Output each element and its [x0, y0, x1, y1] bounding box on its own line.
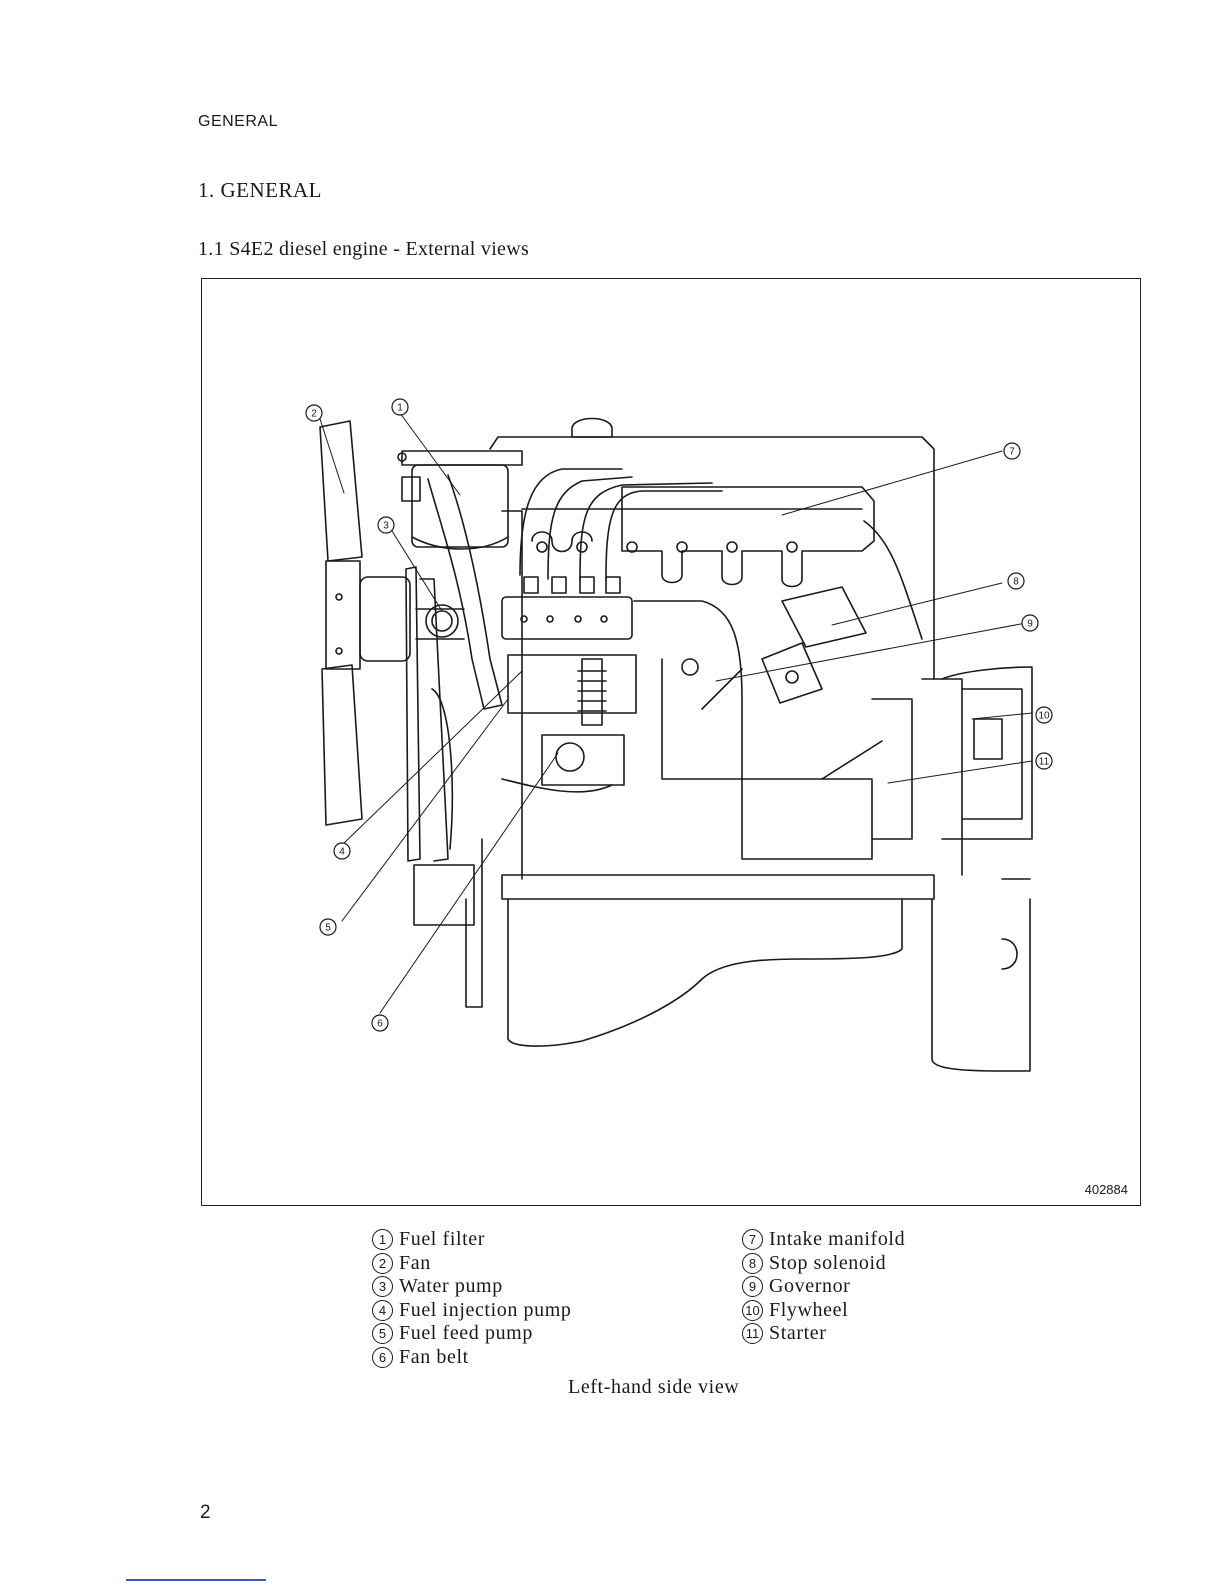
- callout-leaders: [320, 413, 1032, 1013]
- legend-item: 9 Governor: [742, 1275, 905, 1299]
- legend-label: Fuel feed pump: [399, 1322, 533, 1346]
- starter-drawing: [742, 699, 912, 859]
- callout-number: 10: [1038, 711, 1050, 722]
- callout-number: 9: [1027, 619, 1033, 630]
- legend-label: Stop solenoid: [769, 1252, 886, 1276]
- callout-number: 2: [311, 409, 317, 420]
- callout-number: 6: [377, 1019, 383, 1030]
- figure-number: 402884: [1085, 1182, 1128, 1197]
- legend-label: Fuel injection pump: [399, 1299, 572, 1323]
- callout-number: 7: [1009, 447, 1015, 458]
- legend-label: Starter: [769, 1322, 827, 1346]
- subsection-title: 1.1 S4E2 diesel engine - External views: [198, 238, 529, 261]
- engine-drawing: 1 2 3 4 5 6 7 8 9 10 11: [202, 279, 1142, 1207]
- legend-item: 8 Stop solenoid: [742, 1252, 905, 1276]
- legend-item: 3 Water pump: [372, 1275, 572, 1299]
- legend-label: Fan belt: [399, 1346, 469, 1370]
- legend-item: 6 Fan belt: [372, 1346, 572, 1370]
- legend-label: Water pump: [399, 1275, 503, 1299]
- legend-number: 11: [742, 1323, 763, 1344]
- legend-item: 4 Fuel injection pump: [372, 1299, 572, 1323]
- legend-right: 7 Intake manifold 8 Stop solenoid 9 Governo…: [742, 1228, 905, 1346]
- fan-belt-drawing: [406, 567, 482, 1007]
- legend-item: 1 Fuel filter: [372, 1228, 572, 1252]
- legend-item: 7 Intake manifold: [742, 1228, 905, 1252]
- fan-drawing: [320, 421, 410, 825]
- page-number: 2: [200, 1502, 211, 1524]
- legend-item: 2 Fan: [372, 1252, 572, 1276]
- legend-label: Fuel filter: [399, 1228, 485, 1252]
- callout-number: 3: [383, 521, 389, 532]
- governor-drawing: [634, 601, 742, 779]
- legend-label: Governor: [769, 1275, 850, 1299]
- legend-number: 7: [742, 1229, 763, 1250]
- stop-solenoid-drawing: [762, 587, 866, 703]
- legend-item: 10 Flywheel: [742, 1299, 905, 1323]
- running-head: GENERAL: [198, 113, 278, 131]
- callout-number: 1: [397, 403, 403, 414]
- fuel-injection-pump-drawing: [502, 469, 722, 792]
- legend-number: 8: [742, 1253, 763, 1274]
- legend-number: 1: [372, 1229, 393, 1250]
- flywheel-drawing: [942, 667, 1032, 969]
- bottom-rule: [126, 1579, 266, 1581]
- legend-number: 3: [372, 1276, 393, 1297]
- engine-block-drawing: [490, 419, 1030, 1072]
- legend-number: 5: [372, 1323, 393, 1344]
- legend-number: 4: [372, 1300, 393, 1321]
- legend-item: 11 Starter: [742, 1322, 905, 1346]
- callout-number: 5: [325, 923, 331, 934]
- engine-figure: 1 2 3 4 5 6 7 8 9 10 11 402884: [201, 278, 1141, 1206]
- legend-label: Intake manifold: [769, 1228, 905, 1252]
- water-pump-drawing: [426, 475, 502, 709]
- legend-number: 10: [742, 1300, 763, 1321]
- callout-number: 8: [1013, 577, 1019, 588]
- legend-item: 5 Fuel feed pump: [372, 1322, 572, 1346]
- fuel-filter-drawing: [398, 451, 522, 549]
- section-title: 1. GENERAL: [198, 178, 322, 203]
- legend-label: Fan: [399, 1252, 431, 1276]
- legend-number: 2: [372, 1253, 393, 1274]
- legend-label: Flywheel: [769, 1299, 848, 1323]
- figure-caption: Left-hand side view: [568, 1376, 739, 1399]
- legend-number: 9: [742, 1276, 763, 1297]
- legend-number: 6: [372, 1347, 393, 1368]
- callout-number: 4: [339, 847, 345, 858]
- callout-number: 11: [1039, 757, 1050, 768]
- legend-left: 1 Fuel filter 2 Fan 3 Water pump 4 Fuel inje…: [372, 1228, 572, 1369]
